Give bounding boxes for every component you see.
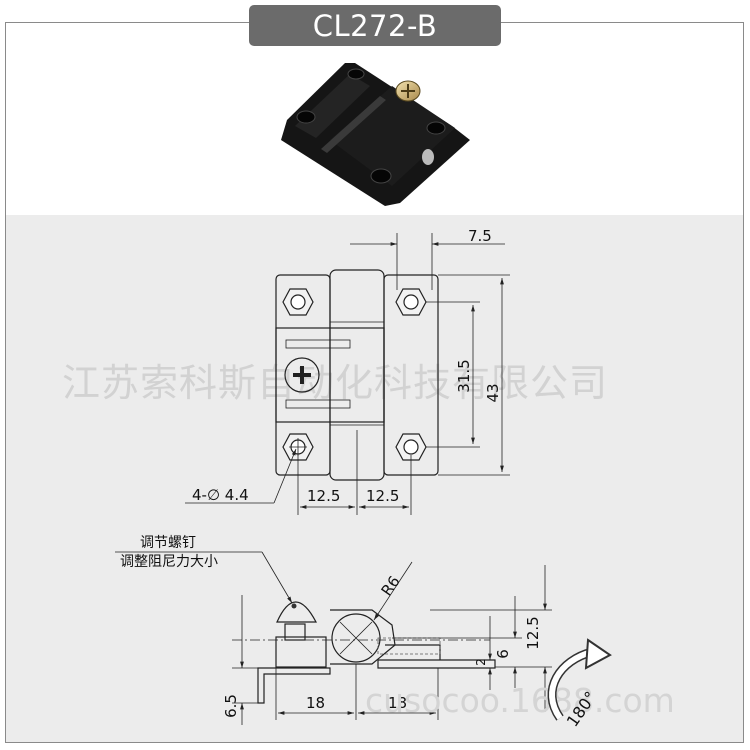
dim-side-small: 2 bbox=[474, 658, 488, 666]
dim-total-height: 43 bbox=[484, 383, 502, 402]
dim-side-height: 12.5 bbox=[524, 616, 542, 649]
dim-half-width-right: 12.5 bbox=[366, 487, 399, 505]
side-view-dimensions bbox=[115, 551, 552, 725]
dim-hole-spec: 4-∅ 4.4 bbox=[192, 486, 249, 504]
side-view-dimension-labels: 12.5 6 2 6.5 18 18 R6 调节螺钉 调整阻尼力大小 bbox=[120, 535, 542, 718]
dim-side-mid: 6 bbox=[494, 649, 512, 659]
product-photo bbox=[281, 63, 470, 206]
dim-leaf-left: 18 bbox=[306, 694, 325, 712]
dim-leaf-right: 18 bbox=[388, 694, 407, 712]
top-view bbox=[275, 269, 439, 481]
dim-half-width-left: 12.5 bbox=[307, 487, 340, 505]
top-view-dimension-labels: 7.5 43 31.5 12.5 12.5 4-∅ 4.4 bbox=[192, 227, 502, 505]
dim-top-offset: 7.5 bbox=[468, 227, 492, 245]
site-watermark: cusocoo.1688.com bbox=[365, 681, 675, 720]
dim-radius: R6 bbox=[378, 573, 404, 600]
model-title-badge: CL272-B bbox=[249, 5, 501, 46]
company-watermark: 江苏索科斯自动化科技有限公司 bbox=[62, 361, 608, 405]
top-view-dimensions bbox=[185, 233, 510, 515]
annotation-line1: 调节螺钉 bbox=[140, 535, 196, 551]
dim-inner-height: 31.5 bbox=[455, 359, 473, 392]
annotation-line2: 调整阻尼力大小 bbox=[120, 554, 218, 570]
side-view bbox=[232, 601, 496, 704]
dim-base-thickness: 6.5 bbox=[222, 694, 240, 718]
